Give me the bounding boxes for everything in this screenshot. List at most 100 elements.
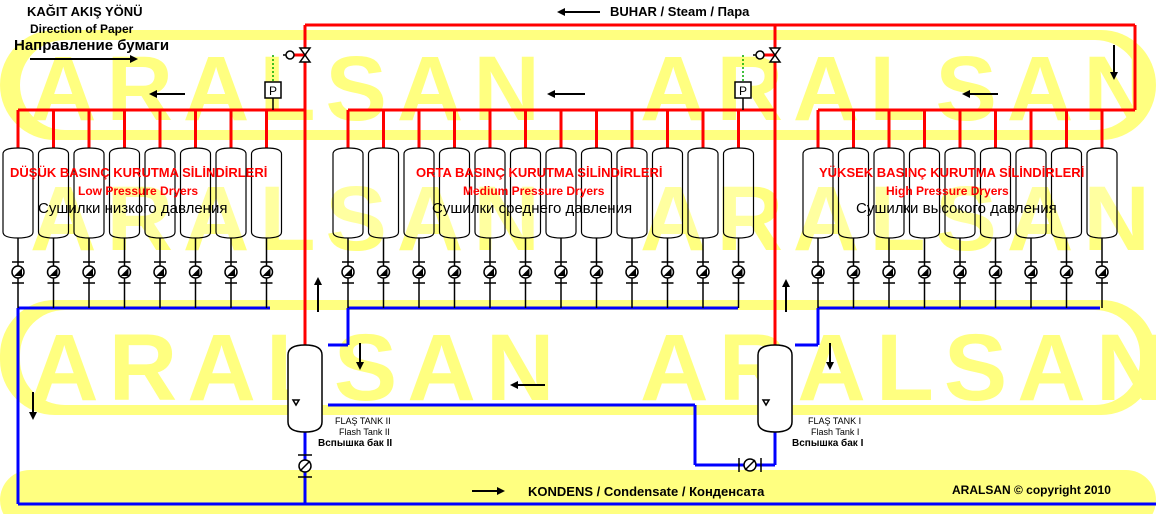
arrow-steam-mp (547, 90, 585, 98)
steam-trap-mark (991, 268, 1000, 276)
arrow-steam-top-head (557, 8, 565, 16)
dryer-mp-5 (474, 110, 506, 308)
dryer-mp-9 (616, 110, 648, 308)
dryer-lp-5 (144, 110, 176, 308)
arrow-cond-lp-drop-head (29, 412, 37, 420)
dryer-lp-8 (250, 110, 283, 308)
steam-trap-mark (486, 268, 494, 276)
arrow-cond-lp-drop (29, 392, 37, 420)
steam-trap-mark (885, 268, 893, 276)
dryer-mp-11 (687, 110, 719, 308)
steam-trap-mark (49, 268, 58, 276)
dryer-lp-1 (2, 110, 34, 308)
group-hp-title-en: High Pressure Dryers (886, 184, 1009, 198)
dryer-cylinder (616, 147, 648, 239)
arrow-cond-link (510, 381, 545, 389)
valve-left-actuator (285, 50, 295, 60)
pressure-box-left-label: P (269, 84, 277, 98)
flash-tank-1-body (757, 344, 793, 433)
dryer-cylinder (837, 147, 870, 239)
steam-trap-mark (14, 268, 22, 276)
dryer-cylinder (1086, 147, 1118, 239)
dryer-mp-2 (367, 110, 400, 308)
arrow-riser-left (314, 277, 322, 312)
dryer-cylinder (144, 147, 176, 239)
arrow-steam-top (557, 8, 600, 16)
group-hp-title-tr: YÜKSEK BASINÇ KURUTMA SİLİNDİRLERİ (819, 165, 1084, 180)
arrow-steam-drop-head (1110, 72, 1118, 80)
steam-trap-mark (814, 268, 822, 276)
dryer-cylinder (651, 147, 684, 239)
dryer-hp-2 (837, 110, 870, 308)
watermark-text-center-2: ARALSAN (640, 168, 1156, 270)
steam-trap-mark (956, 268, 964, 276)
pressure-box-right-label: P (739, 84, 747, 98)
flash-tank-1-ru: Вспышка бак I (792, 437, 864, 449)
valve-left-top (298, 47, 312, 57)
steam-trap-mark (450, 268, 459, 276)
dryer-cylinder (367, 147, 400, 239)
steam-piping (18, 23, 1137, 345)
arrow-cond-tank2 (356, 343, 364, 370)
dryer-cylinder (332, 147, 364, 239)
arrow-steam-hp-head (962, 90, 970, 98)
dryer-cylinder (2, 147, 34, 239)
group-lp-title-en: Low Pressure Dryers (78, 184, 198, 198)
dryer-lp-3 (73, 110, 105, 308)
direction-label-ru: Направление бумаги (14, 37, 169, 54)
steam-trap-mark (1098, 268, 1106, 276)
group-mp-title-en: Medium Pressure Dryers (463, 184, 605, 198)
flash-tanks (287, 344, 793, 433)
arrow-riser-left-head (314, 277, 322, 285)
steam-trap-mark (849, 268, 858, 276)
flash-tank-2-tr: FLAŞ TANK II (335, 416, 391, 426)
steam-label: BUHAR / Steam / Пара (610, 4, 750, 19)
flash-tank-1-tr: FLAŞ TANK I (808, 416, 861, 426)
arrow-cond-tank2-head (356, 362, 364, 370)
arrow-condensate-main (472, 487, 505, 495)
flash-tank-1 (757, 344, 793, 433)
dryer-mp-12 (722, 110, 755, 308)
steam-trap-mark (920, 268, 929, 276)
flash-tank-2-body (287, 344, 323, 433)
group-hp-title-ru: Сушилки высокого давления (856, 200, 1057, 217)
dryer-cylinder (1015, 147, 1047, 239)
steam-trap-mark (628, 268, 636, 276)
steam-trap-mark (699, 268, 707, 276)
steam-trap-tank2-mark (299, 460, 311, 472)
arrow-riser-right (782, 279, 790, 312)
dryer-hp-3 (873, 110, 905, 308)
dryer-lp-2 (37, 110, 70, 308)
arrow-steam-drop (1110, 45, 1118, 80)
dryer-cylinder (509, 147, 542, 239)
dryer-mp-8 (580, 110, 613, 308)
dryer-cylinder (37, 147, 70, 239)
steam-trap-mark (344, 268, 352, 276)
steam-trap-mark (557, 268, 565, 276)
group-lp-title-ru: Сушилки низкого давления (38, 200, 227, 217)
valve-right-actuator (755, 50, 765, 60)
flow-arrows (29, 8, 1118, 495)
pressure-valve-left: P (264, 47, 312, 110)
dryer-lp-4 (108, 110, 141, 308)
dryer-mp-6 (509, 110, 542, 308)
dryer-mp-10 (651, 110, 684, 308)
group-lp-title-tr: DÜŞÜK BASINÇ KURUTMA SİLİNDİRLERİ (10, 165, 267, 180)
steam-trap-mark (521, 268, 530, 276)
arrow-steam-mp-head (547, 90, 555, 98)
dryer-cylinder (687, 147, 719, 239)
dryer-cylinder (873, 147, 905, 239)
steam-trap-mark (1062, 268, 1071, 276)
pressure-valve-right: P (734, 47, 782, 110)
dryer-cylinder (802, 147, 834, 239)
arrow-riser-right-head (782, 279, 790, 287)
dryer-lp-6 (179, 110, 212, 308)
flash-tank-2-level (291, 399, 301, 407)
dryer-cylinder (1050, 147, 1083, 239)
dryer-cylinder (108, 147, 141, 239)
arrow-steam-lp-head (149, 90, 157, 98)
dryer-mp-1 (332, 110, 364, 308)
dryer-cylinder (979, 147, 1012, 239)
steam-trap-mark (262, 268, 271, 276)
